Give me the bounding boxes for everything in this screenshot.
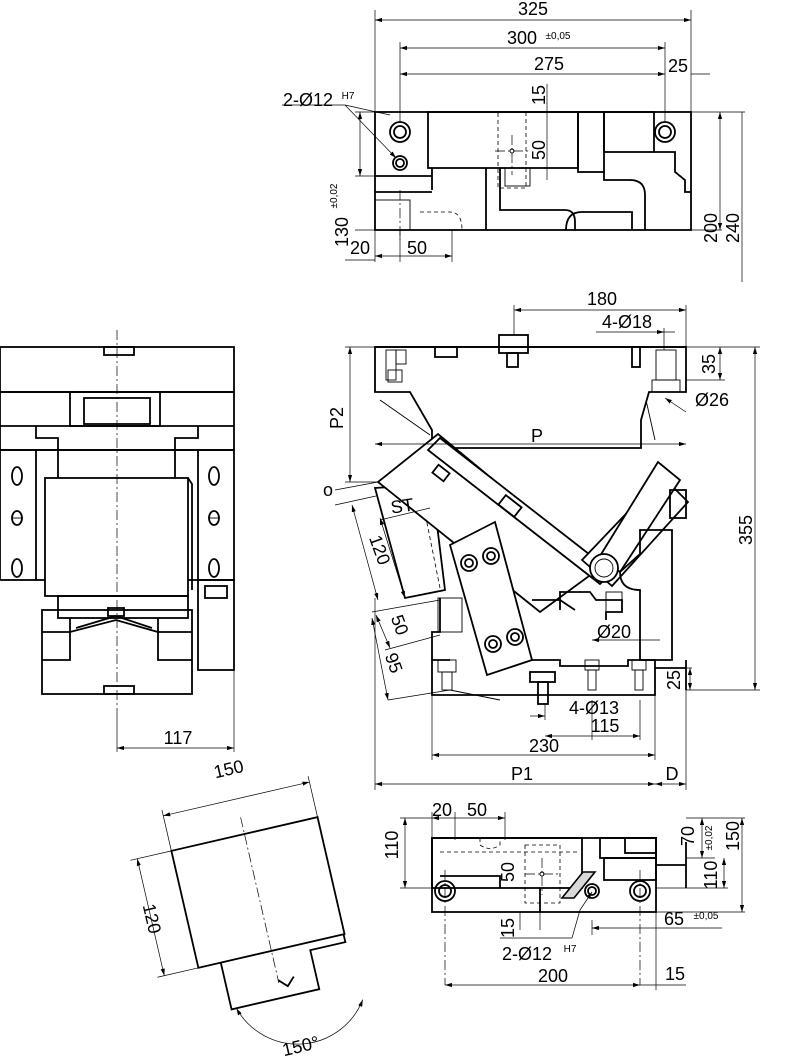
dim-150-rotated: 150 xyxy=(212,756,246,782)
dim-180: 180 xyxy=(587,289,617,309)
left-view-dimensions xyxy=(116,670,235,752)
dim-300-tolerance: ±0,05 xyxy=(546,31,571,42)
top-view xyxy=(374,111,692,240)
hole-callout-bottom: 2-Ø12 xyxy=(502,944,552,964)
dim-325: 325 xyxy=(518,0,548,19)
dim-P: P xyxy=(531,426,543,446)
dim-65-tolerance: ±0,05 xyxy=(694,911,719,922)
dim-15-bottom: 15 xyxy=(665,964,685,984)
dim-P2: P2 xyxy=(327,407,347,429)
hole-tolerance: H7 xyxy=(342,91,355,102)
dim-50-bottom-view: 50 xyxy=(467,800,487,820)
dim-240: 240 xyxy=(723,213,743,243)
dim-20: 20 xyxy=(350,238,370,258)
dim-110-right: 110 xyxy=(701,861,721,890)
dim-P1: P1 xyxy=(511,764,533,784)
dim-95: 95 xyxy=(381,650,407,676)
dim-dia-26: Ø26 xyxy=(695,390,729,410)
dim-dia-20: Ø20 xyxy=(597,622,631,642)
dim-110-tolerance: ±0,02 xyxy=(704,825,715,850)
dim-200-bottom: 200 xyxy=(538,966,568,986)
hole-callout-4x13: 4-Ø13 xyxy=(569,698,619,718)
dim-50: 50 xyxy=(529,140,549,160)
dim-130-tolerance: ±0,02 xyxy=(329,183,340,208)
top-view-dimensions xyxy=(282,10,745,282)
hole-callout: 2-Ø12 xyxy=(283,90,333,110)
dim-25: 25 xyxy=(668,56,688,76)
dim-70: 70 xyxy=(678,826,698,846)
dim-110-left: 110 xyxy=(382,831,402,860)
dim-35: 35 xyxy=(699,354,719,374)
left-view xyxy=(0,330,235,710)
dim-50-angled: 50 xyxy=(387,612,413,638)
dim-50-vertical: 50 xyxy=(498,862,518,882)
dim-120-rotated: 120 xyxy=(139,902,165,936)
dim-65: 65 xyxy=(664,909,684,929)
dim-117: 117 xyxy=(164,728,193,748)
label-ST: ST xyxy=(389,495,415,518)
dim-200: 200 xyxy=(701,213,721,243)
dim-300: 300 xyxy=(507,28,537,48)
dim-275: 275 xyxy=(534,54,564,74)
bottom-view-dimensions xyxy=(400,812,745,990)
dim-D: D xyxy=(666,764,679,784)
main-view xyxy=(373,334,690,705)
dim-20-bottom: 20 xyxy=(432,800,452,820)
hole-callout-4x18: 4-Ø18 xyxy=(602,312,652,332)
bottom-view xyxy=(431,837,687,985)
hole-tolerance-bottom: H7 xyxy=(564,944,577,955)
rotated-view xyxy=(130,776,364,1045)
dim-130: 130 xyxy=(332,217,352,247)
dim-120: 120 xyxy=(365,532,394,567)
dim-115: 115 xyxy=(591,716,620,736)
angle-150: 150° xyxy=(280,1032,321,1058)
dim-15-vertical: 15 xyxy=(498,918,518,938)
dim-230: 230 xyxy=(529,736,559,756)
dim-15: 15 xyxy=(529,85,549,105)
angle-symbol: o xyxy=(323,480,333,500)
dim-25-right: 25 xyxy=(664,670,684,690)
dim-150-bottom: 150 xyxy=(723,821,743,851)
dim-50-bottom: 50 xyxy=(407,238,427,258)
dim-355: 355 xyxy=(736,515,756,545)
main-view-dimensions xyxy=(334,305,760,790)
